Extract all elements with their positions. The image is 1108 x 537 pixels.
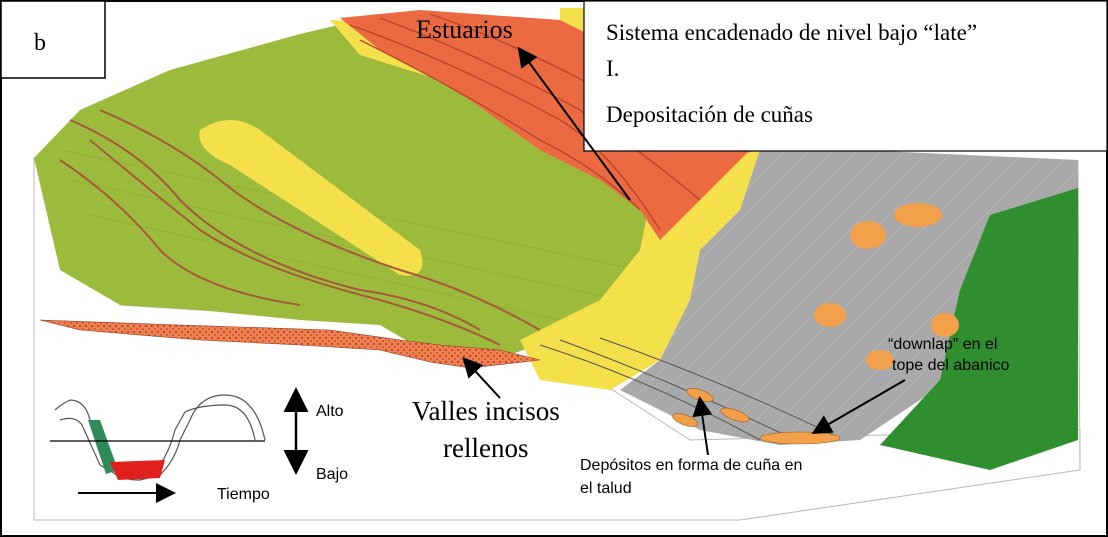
curve-red-segment — [110, 460, 165, 480]
incised-valley-fill — [39, 319, 541, 369]
yellow-sand-bar-1 — [199, 120, 423, 276]
depositos-arrow — [692, 396, 713, 456]
basin-plain — [880, 188, 1078, 470]
estuarios-label: Estuarios — [416, 15, 513, 44]
depositos-label-line1: Depósitos en forma de cuña en — [580, 457, 802, 474]
title-box — [583, 0, 1108, 152]
title-line-3: Depositación de cuñas — [606, 102, 813, 127]
curve-inner — [59, 404, 256, 474]
wedge-deposits — [672, 387, 841, 445]
depositos-label-line2: el talud — [580, 480, 632, 497]
legend-bajo: Bajo — [316, 466, 348, 483]
curve-green-segment — [88, 420, 118, 474]
panel-letter-box — [0, 0, 106, 79]
fan-lobes — [814, 203, 959, 370]
downlap-label-line1: “downlap” en el — [888, 336, 997, 353]
legend-tiempo: Tiempo — [217, 486, 270, 503]
block-side-face — [1077, 159, 1081, 471]
clinoform-lines — [539, 337, 841, 443]
title-line-1: Sistema encadenado de nivel bajo “late” — [606, 20, 977, 45]
title-mask — [586, 128, 836, 150]
legend-alto: Alto — [316, 403, 344, 420]
downlap-arrow — [811, 379, 906, 435]
sea-level-legend — [50, 394, 266, 503]
title-line-2: I. — [606, 56, 619, 81]
valles-label-line2: rellenos — [443, 433, 528, 463]
downlap-label-line2: tope del abanico — [892, 357, 1010, 374]
panel-letter: b — [34, 30, 46, 56]
estuaries-zone — [340, 10, 760, 240]
curve-outer — [54, 394, 266, 481]
valles-arrow — [462, 357, 501, 399]
estuary-channels — [349, 13, 741, 231]
estuarios-arrow — [517, 46, 631, 201]
river-channels — [59, 109, 541, 346]
valles-label-line1: Valles incisos — [412, 396, 560, 426]
